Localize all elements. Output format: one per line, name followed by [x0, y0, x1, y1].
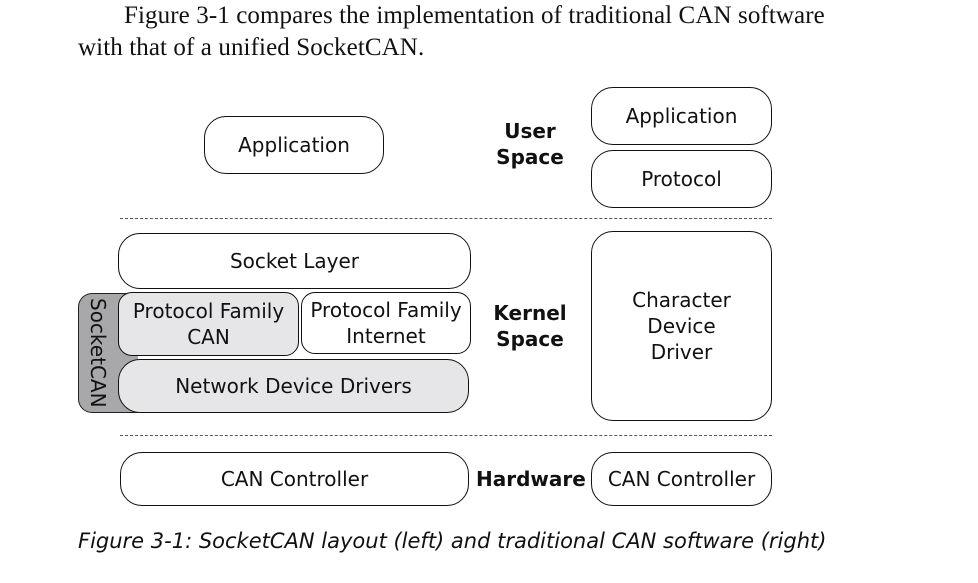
body-paragraph: Figure 3-1 compares the implementation o… [78, 0, 958, 64]
protocol-family-internet-box: Protocol Family Internet [301, 292, 471, 354]
kernel-space-label: Kernel Space [493, 301, 567, 351]
hardware-label: Hardware [476, 467, 586, 491]
figure-caption: Figure 3-1: SocketCAN layout (left) and … [78, 529, 827, 553]
protocol-family-can-box: Protocol Family CAN [118, 292, 299, 356]
left-application-box: Application [204, 116, 384, 174]
user-space-label: User Space [496, 119, 564, 169]
character-device-driver-box: Character Device Driver [591, 231, 772, 421]
network-device-drivers-box: Network Device Drivers [118, 359, 469, 413]
right-application-box: Application [591, 87, 772, 145]
kernel-hardware-divider [120, 435, 772, 436]
paragraph-line-2: with that of a unified SocketCAN. [78, 34, 425, 61]
left-can-controller-box: CAN Controller [120, 452, 469, 506]
user-kernel-divider [120, 218, 772, 219]
right-can-controller-box: CAN Controller [591, 452, 772, 506]
paragraph-line-1: Figure 3-1 compares the implementation o… [124, 2, 825, 29]
socket-layer-box: Socket Layer [118, 233, 471, 289]
right-protocol-box: Protocol [591, 150, 772, 208]
socketcan-label: SocketCAN [86, 298, 110, 408]
